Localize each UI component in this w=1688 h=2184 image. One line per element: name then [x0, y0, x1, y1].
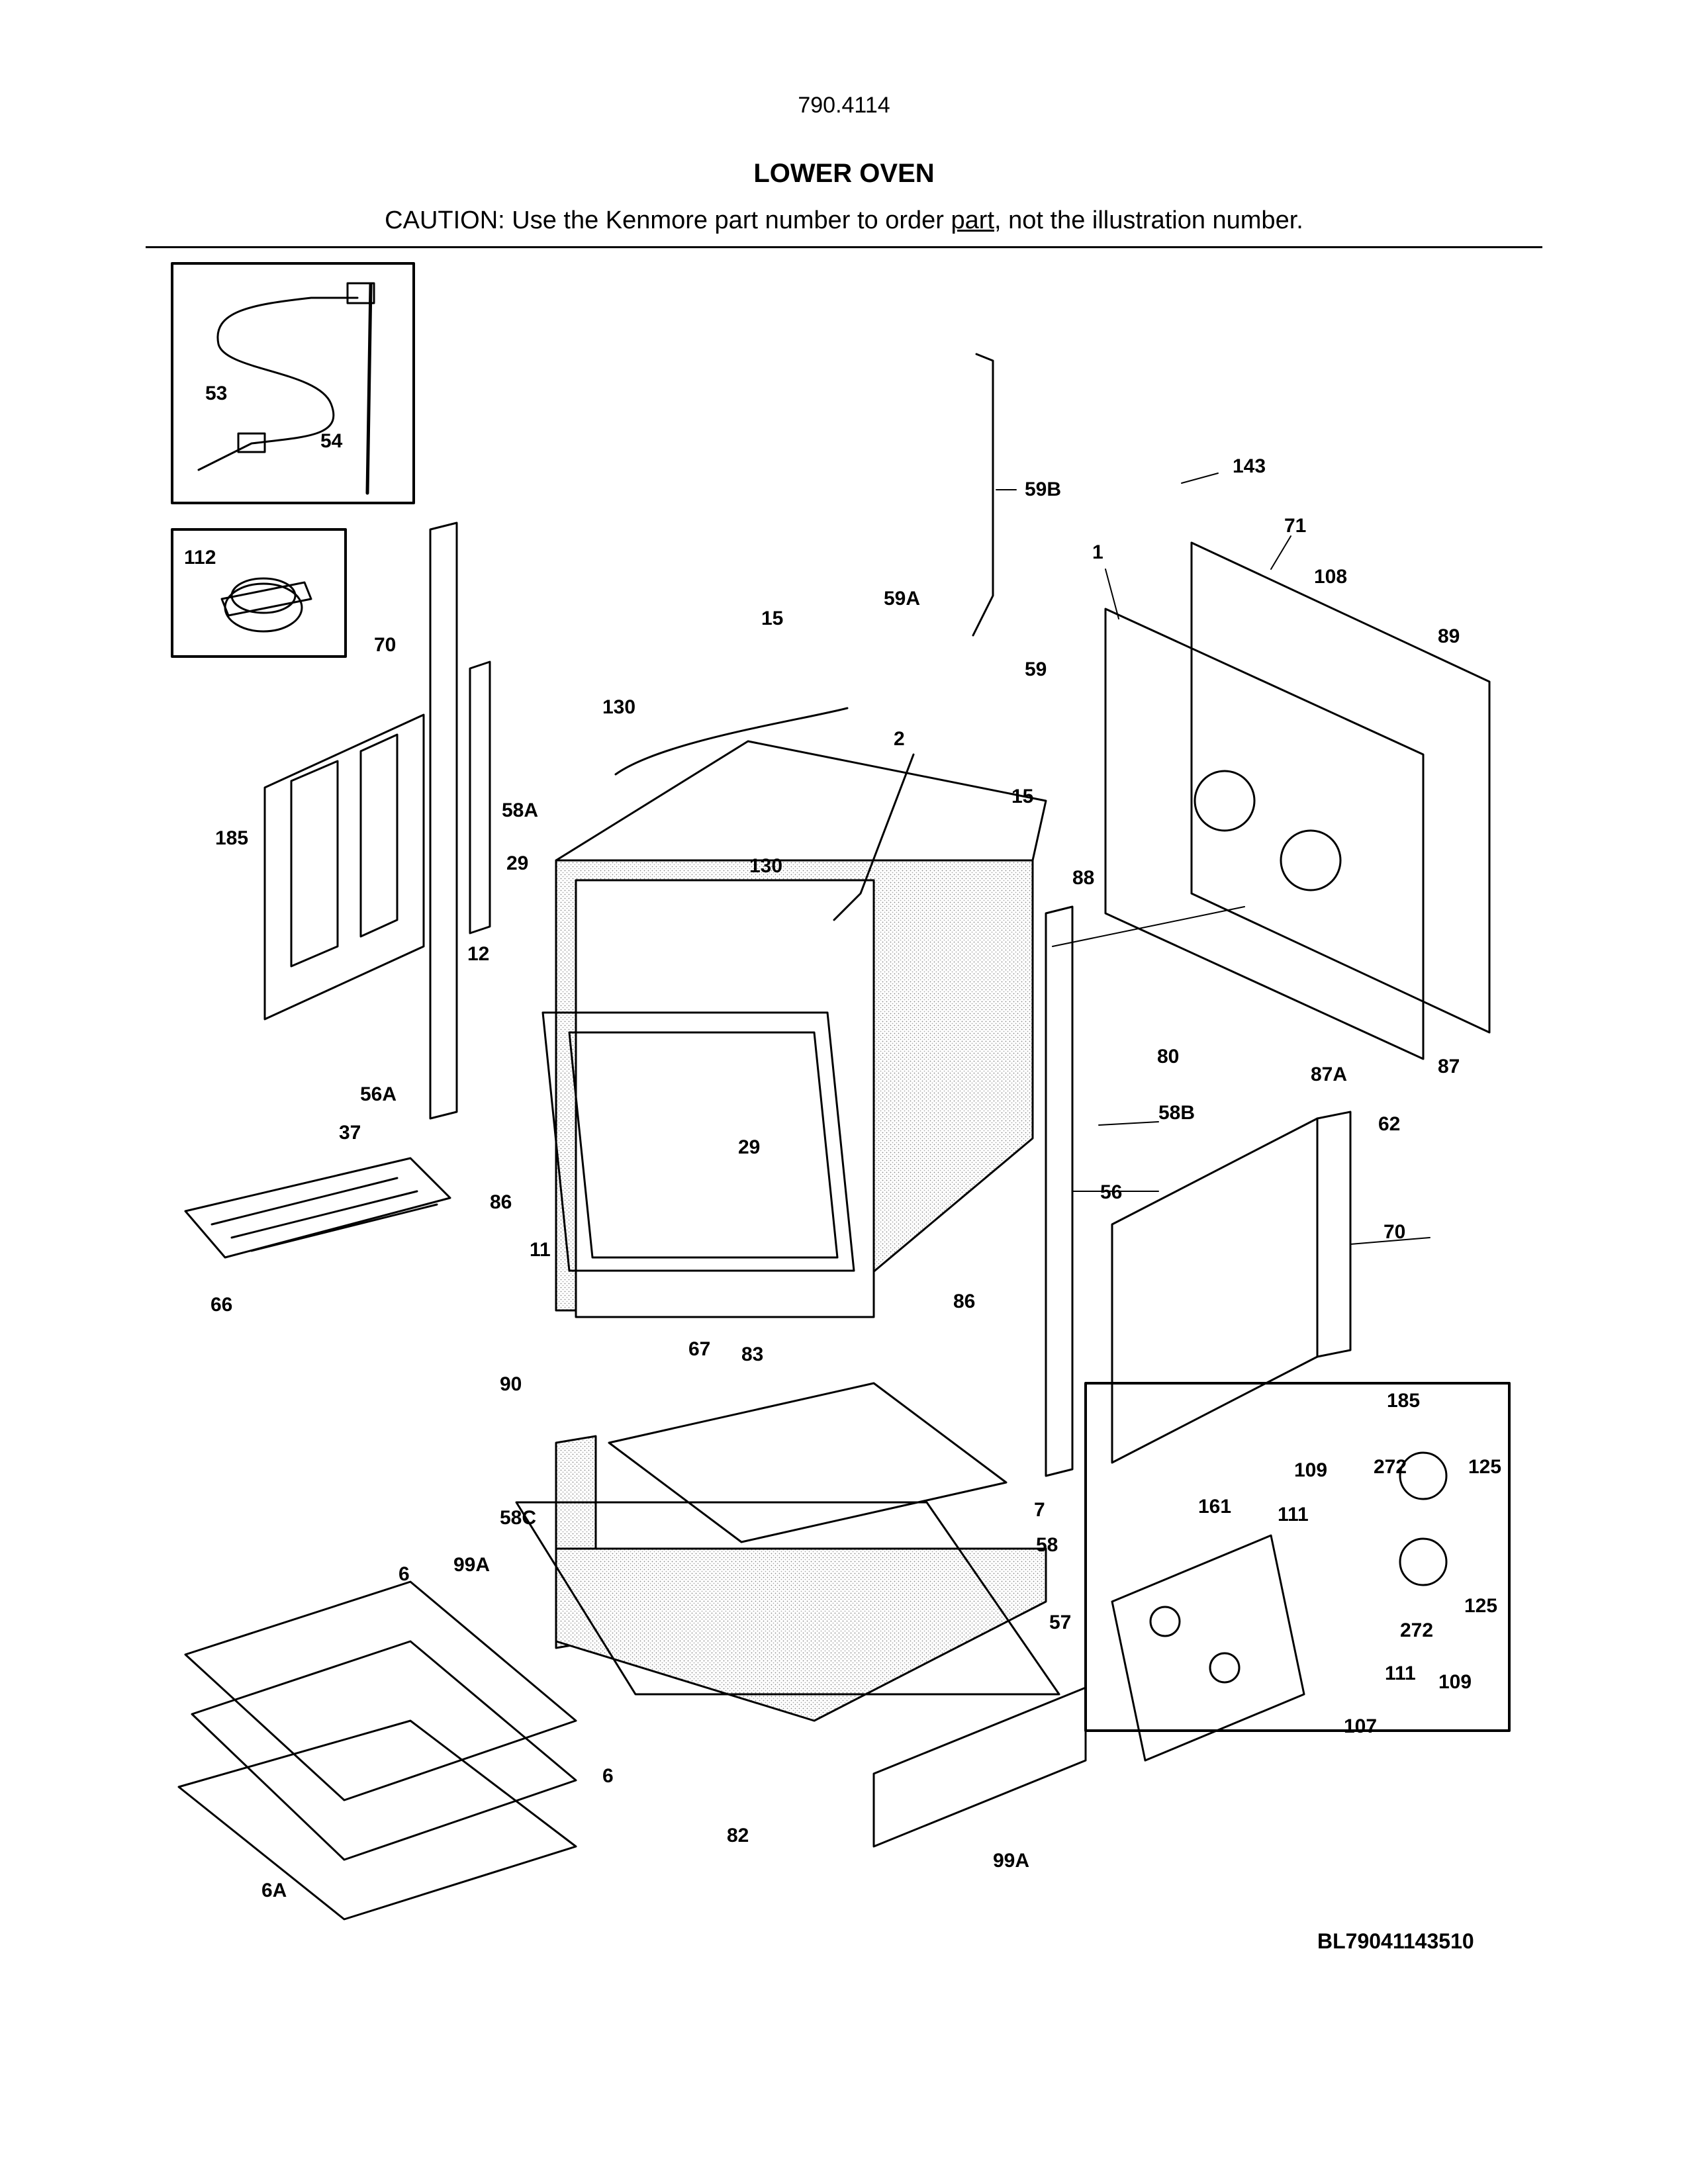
callout-29-front: 29 [738, 1136, 761, 1158]
callout-88: 88 [1072, 867, 1095, 889]
caution-suffix: , not the illustration number. [994, 206, 1303, 234]
callout-90: 90 [500, 1373, 522, 1395]
model-number: 790.4114 [798, 93, 890, 118]
callout-1: 1 [1092, 541, 1103, 563]
oven-cavity [541, 740, 1047, 1318]
header-divider [146, 246, 1542, 248]
callout-130-top: 130 [602, 696, 636, 718]
page-title: LOWER OVEN [753, 159, 935, 188]
caution-notice: CAUTION: Use the Kenmore part number to … [0, 206, 1688, 235]
callout-53: 53 [205, 383, 228, 404]
drawer-assembly [515, 1435, 1087, 1848]
callout-56: 56 [1100, 1181, 1123, 1203]
callout-161: 161 [1198, 1496, 1232, 1518]
callout-111-bottom: 111 [1385, 1662, 1416, 1684]
callout-99a-left: 99A [453, 1554, 491, 1576]
callout-70-left: 70 [374, 634, 397, 656]
callout-66: 66 [211, 1294, 233, 1316]
callout-99a-right: 99A [993, 1850, 1030, 1872]
callout-125-bottom: 125 [1464, 1595, 1498, 1617]
callout-59a: 59A [884, 588, 921, 610]
callout-37: 37 [339, 1122, 361, 1144]
callout-12: 12 [467, 943, 490, 965]
callout-62: 62 [1378, 1113, 1401, 1135]
callout-58a: 58A [502, 799, 539, 821]
callout-15-top: 15 [761, 608, 784, 629]
callout-11: 11 [530, 1239, 551, 1261]
broil-element [608, 1382, 1008, 1543]
callout-54: 54 [320, 430, 343, 452]
callout-272-bottom: 272 [1400, 1619, 1434, 1641]
callout-6-mid: 6 [602, 1765, 614, 1787]
inset-limiter-switch [171, 528, 347, 658]
callout-109-top: 109 [1294, 1459, 1328, 1481]
callout-80: 80 [1157, 1046, 1180, 1068]
callout-130-mid: 130 [749, 855, 783, 877]
caution-part-link[interactable]: part [951, 206, 994, 234]
inset-convection-fan [1084, 1382, 1511, 1762]
callout-83: 83 [741, 1343, 764, 1365]
callout-57: 57 [1049, 1612, 1072, 1633]
callout-109-bottom: 109 [1438, 1671, 1472, 1693]
callout-125-top: 125 [1468, 1456, 1502, 1478]
callout-185-left: 185 [215, 827, 249, 849]
bake-element [184, 1157, 451, 1259]
callout-108: 108 [1314, 566, 1348, 588]
callout-86-left: 86 [490, 1191, 512, 1213]
callout-56a: 56A [360, 1083, 397, 1105]
callout-87a: 87A [1311, 1064, 1348, 1085]
callout-82: 82 [727, 1825, 749, 1846]
inset-temperature-sensor [171, 262, 415, 504]
callout-67: 67 [688, 1338, 711, 1360]
callout-111-top: 111 [1278, 1504, 1309, 1525]
left-front-rail [429, 522, 491, 1120]
oven-racks [177, 1580, 577, 1921]
callout-71: 71 [1284, 515, 1307, 537]
rear-wall-assembly [1104, 541, 1491, 1060]
top-element-tubes [614, 353, 994, 921]
callout-58c: 58C [500, 1507, 537, 1529]
callout-143: 143 [1233, 455, 1266, 477]
callout-15-right: 15 [1011, 786, 1034, 807]
callout-2: 2 [894, 728, 905, 750]
callout-272-top: 272 [1374, 1456, 1407, 1478]
callout-70-right: 70 [1383, 1221, 1406, 1243]
callout-58b: 58B [1158, 1102, 1196, 1124]
callout-185-right: 185 [1387, 1390, 1421, 1412]
callout-86-right: 86 [953, 1291, 976, 1312]
callout-107: 107 [1344, 1715, 1378, 1737]
callout-7: 7 [1034, 1499, 1045, 1521]
diagram-code: BL79041143510 [1317, 1929, 1474, 1953]
left-side-panel [263, 713, 425, 1021]
callout-6-top: 6 [399, 1563, 410, 1585]
callout-112: 112 [184, 547, 216, 569]
callout-87: 87 [1438, 1056, 1460, 1077]
callout-leaders [996, 473, 1430, 1245]
callout-29-top: 29 [506, 852, 529, 874]
callout-58: 58 [1036, 1534, 1058, 1556]
callout-6a: 6A [261, 1880, 287, 1901]
callout-59b: 59B [1025, 478, 1062, 500]
callout-89: 89 [1438, 625, 1460, 647]
callout-59: 59 [1025, 659, 1047, 680]
caution-prefix: CAUTION: Use the Kenmore part number to … [385, 206, 951, 234]
